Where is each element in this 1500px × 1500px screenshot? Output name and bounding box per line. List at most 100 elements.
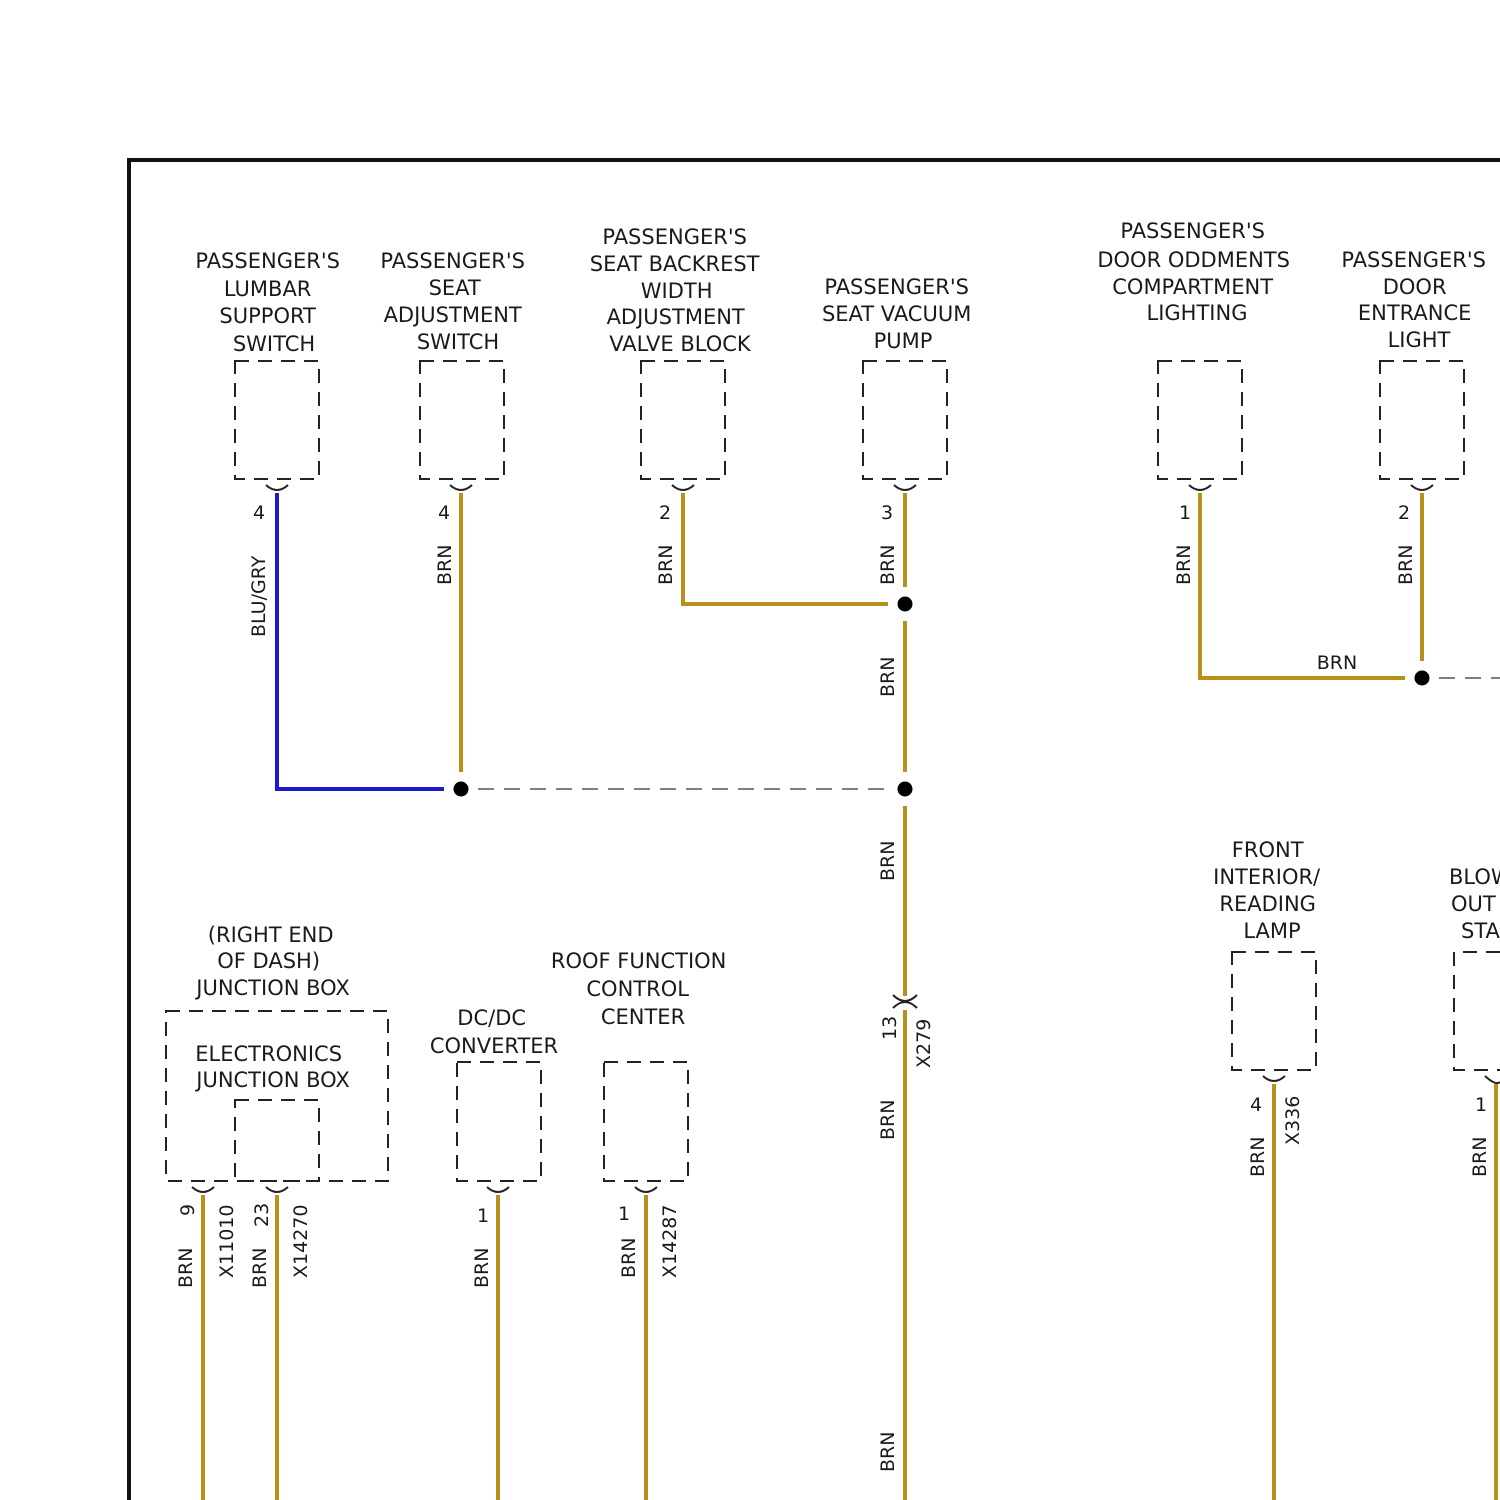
blower-output-stage: BLOW OUT STA 1 BRN xyxy=(1449,865,1500,1177)
pin-number: 1 xyxy=(477,1205,489,1227)
wire-backrest xyxy=(683,493,888,604)
connector-cup xyxy=(894,485,916,490)
wire-label: BRN xyxy=(877,1432,899,1472)
label-line: WIDTH xyxy=(641,279,713,303)
svg-text:PASSENGER'S SEAT A: PASSENGER'S SEAT ADJUSTMENT SWITCH xyxy=(380,249,531,354)
connector-cup xyxy=(266,1187,288,1192)
wire-label: BRN xyxy=(877,545,899,585)
wire-label: BRN xyxy=(471,1248,493,1288)
component-box xyxy=(235,361,319,479)
pin-number: 2 xyxy=(1398,502,1410,524)
seat-adjustment-switch: PASSENGER'S SEAT ADJUSTMENT SWITCH 4 xyxy=(380,249,531,524)
label-line: READING xyxy=(1219,892,1316,916)
wire-label: BRN xyxy=(877,1100,899,1140)
wire-label: BRN xyxy=(877,841,899,881)
splice-dot xyxy=(898,597,913,612)
label-line: ELECTRONICS xyxy=(195,1042,342,1066)
component-box xyxy=(1232,952,1316,1070)
label-line: LIGHTING xyxy=(1147,301,1248,325)
label-line: FRONT xyxy=(1232,838,1304,862)
lumbar-support-switch: PASSENGER'S LUMBAR SUPPORT SWITCH 4 xyxy=(195,249,346,524)
label-line: (RIGHT END xyxy=(208,923,334,947)
label-line: PASSENGER'S xyxy=(195,249,340,273)
splice-dot xyxy=(898,782,913,797)
label-line: PASSENGER'S xyxy=(380,249,525,273)
label-line: JUNCTION BOX xyxy=(194,1068,349,1092)
pin-number: 2 xyxy=(659,502,671,524)
svg-text:(RIGHT END OF DASH): (RIGHT END OF DASH) JUNCTION BOX xyxy=(194,923,349,1000)
dcdc-converter: DC/DC CONVERTER 1 BRN xyxy=(430,1006,558,1288)
label-line: VALVE BLOCK xyxy=(609,332,752,356)
wire-label: BRN xyxy=(618,1238,640,1278)
label-line: LUMBAR xyxy=(224,277,312,301)
label-line: DC/DC xyxy=(457,1006,526,1030)
label-line: JUNCTION BOX xyxy=(194,976,349,1000)
label-line: LIGHT xyxy=(1388,328,1451,352)
pin-number: 4 xyxy=(1250,1094,1262,1116)
label-line: SWITCH xyxy=(233,332,315,356)
svg-text:PASSENGER'S DOOR ODDMENT: PASSENGER'S DOOR ODDMENTS COMPARTMENT LI… xyxy=(1097,219,1296,325)
label-line: SWITCH xyxy=(417,330,499,354)
roof-function-control-center: ROOF FUNCTION CONTROL CENTER 1 X14287 BR… xyxy=(551,949,733,1278)
label-line: PASSENGER'S xyxy=(602,225,747,249)
label-line: PASSENGER'S xyxy=(1341,248,1486,272)
wire-label: BRN xyxy=(1247,1137,1269,1177)
connector-id: X14270 xyxy=(290,1205,312,1278)
splice-dot xyxy=(454,782,469,797)
label-line: INTERIOR/ xyxy=(1213,865,1321,889)
component-box xyxy=(604,1062,688,1181)
pin-number: 9 xyxy=(177,1204,199,1216)
wire-label: BRN xyxy=(175,1248,197,1288)
pin-number: 1 xyxy=(1179,502,1191,524)
label-line: ADJUSTMENT xyxy=(384,303,522,327)
junction-box-outline xyxy=(166,1011,388,1181)
front-interior-reading-lamp: FRONT INTERIOR/ READING LAMP 4 X336 BRN xyxy=(1213,838,1327,1177)
label-line: PUMP xyxy=(874,329,933,353)
label-line: CENTER xyxy=(601,1005,685,1029)
pin-number: 4 xyxy=(438,502,450,524)
pin-number: 1 xyxy=(1475,1094,1487,1116)
connector-cup xyxy=(672,485,694,490)
component-box xyxy=(1158,361,1242,479)
wire-label: BRN xyxy=(877,657,899,697)
svg-text:PASSENGER'S DOOR E: PASSENGER'S DOOR ENTRANCE LIGHT xyxy=(1341,248,1492,352)
inline-connector-cup xyxy=(893,1002,917,1008)
connector-cup xyxy=(192,1187,214,1192)
label-line: PASSENGER'S xyxy=(824,275,969,299)
electronics-box-outline xyxy=(235,1100,319,1181)
label-line: STA xyxy=(1461,919,1500,943)
connector-cup xyxy=(487,1187,509,1192)
connector-cup xyxy=(1485,1076,1500,1083)
connector-cup xyxy=(1263,1076,1285,1081)
svg-text:ELECTRONICS JUNCTION BOX: ELECTRONICS JUNCTION BOX xyxy=(194,1042,349,1092)
label-line: SEAT BACKREST xyxy=(590,252,760,276)
inline-connector-id: X279 xyxy=(913,1019,935,1068)
pin-number: 23 xyxy=(251,1203,273,1227)
label-line: COMPARTMENT xyxy=(1112,275,1273,299)
component-box xyxy=(641,361,725,479)
svg-text:PASSENGER'S SEAT BACKRES: PASSENGER'S SEAT BACKREST WIDTH ADJUSTME… xyxy=(590,225,766,356)
component-box-partial xyxy=(1454,952,1500,1070)
label-line: SEAT VACUUM xyxy=(822,302,971,326)
label-line: ENTRANCE xyxy=(1358,301,1472,325)
component-box xyxy=(457,1062,541,1181)
connector-cup xyxy=(1189,485,1211,490)
label-line: DOOR ODDMENTS xyxy=(1097,248,1290,272)
connector-cup xyxy=(635,1187,657,1192)
inline-pin-number: 13 xyxy=(879,1016,901,1040)
wire-label: BRN xyxy=(249,1248,271,1288)
component-box xyxy=(420,361,504,479)
label-line: PASSENGER'S xyxy=(1120,219,1265,243)
label-line: DOOR xyxy=(1383,275,1447,299)
wire-oddments xyxy=(1200,493,1405,678)
label-line: SUPPORT xyxy=(219,304,316,328)
label-line: ROOF FUNCTION xyxy=(551,949,727,973)
label-line: SEAT xyxy=(429,276,481,300)
backrest-valve-block: PASSENGER'S SEAT BACKREST WIDTH ADJUSTME… xyxy=(590,225,766,524)
label-line: CONTROL xyxy=(586,977,689,1001)
svg-text:BLOW OUT STA: BLOW OUT STA xyxy=(1449,865,1500,943)
svg-text:PASSENGER'S SEAT VACUUM: PASSENGER'S SEAT VACUUM PUMP xyxy=(822,275,978,353)
wire-label: BLU/GRY xyxy=(248,555,270,637)
connector-cup xyxy=(266,485,288,490)
